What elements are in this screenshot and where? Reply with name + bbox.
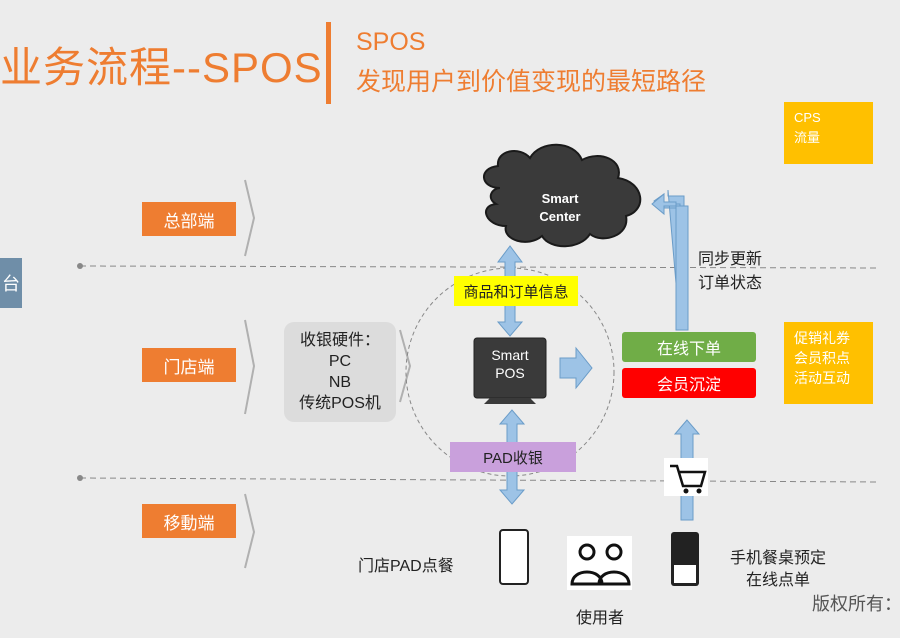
side-tab-label: 台: [2, 274, 20, 294]
promo-item: 活动互动: [794, 370, 850, 386]
mobile-order-label: 手机餐桌预定 在线点单: [720, 548, 836, 592]
hardware-title: 收银硬件：: [299, 332, 380, 349]
cps-line-1: CPS: [794, 110, 821, 125]
shopping-cart-icon: [664, 458, 708, 496]
mobile-order-line-2: 在线点单: [745, 572, 810, 589]
pos-label-line-1: Smart: [491, 347, 529, 363]
hardware-item: NB: [328, 374, 352, 391]
tablet-icon: [499, 529, 529, 585]
goods-order-info-label: 商品和订单信息: [454, 276, 578, 306]
user-label: 使用者: [576, 610, 625, 627]
online-order-box: 在线下单: [622, 332, 756, 362]
cloud-label-line-2: Center: [539, 209, 581, 224]
page-title: 业务流程--SPOS: [0, 44, 323, 91]
subtitle-line-1: SPOS: [356, 28, 426, 56]
divider-line-2: [79, 477, 881, 483]
divider-line-1: [79, 265, 881, 269]
pos-label-line-2: POS: [495, 365, 525, 381]
tier-headquarters: 总部端: [142, 202, 236, 236]
tier-store: 门店端: [142, 348, 236, 382]
store-pad-order-label: 门店PAD点餐: [358, 558, 454, 575]
cloud-icon: [483, 143, 642, 248]
pad-cashier-label: PAD收银: [450, 442, 576, 472]
pos-terminal-icon: [473, 337, 547, 404]
cps-box: CPS 流量: [784, 102, 873, 164]
sync-label-line-2: 订单状态: [698, 275, 763, 292]
promo-box: 促销礼券 会员积点 活动互动: [784, 322, 873, 404]
side-tab: 台: [0, 258, 22, 308]
divider-dot-2: [77, 475, 83, 481]
hardware-box: 收银硬件： PC NB 传统POS机: [284, 322, 396, 422]
sync-label-line-1: 同步更新: [698, 251, 763, 268]
title-divider: [326, 22, 331, 104]
phone-icon: [671, 532, 699, 586]
chevron-3: [244, 493, 256, 569]
copyright-text: 版权所有：: [812, 594, 900, 614]
cloud-label-line-1: Smart: [541, 191, 579, 206]
subtitle-line-2: 发现用户到价值变现的最短路径: [356, 68, 707, 96]
divider-dot-1: [77, 263, 83, 269]
arrow-pos-online: [559, 346, 593, 390]
cps-line-2: 流量: [794, 130, 821, 145]
users-icon: [567, 536, 632, 590]
chevron-2: [244, 319, 256, 415]
promo-item: 促销礼券: [794, 330, 850, 346]
member-retention-box: 会员沉淀: [622, 368, 756, 398]
tier-mobile: 移動端: [142, 504, 236, 538]
hardware-item: PC: [328, 353, 352, 370]
mobile-order-line-1: 手机餐桌预定: [729, 550, 826, 567]
chevron-1: [244, 179, 256, 257]
sync-arrow-shape: [651, 192, 689, 331]
promo-item: 会员积点: [794, 350, 850, 366]
hardware-item: 传统POS机: [299, 395, 381, 412]
pos-label: Smart POS: [474, 346, 546, 382]
chevron-4: [399, 329, 412, 403]
sync-label: 同步更新 订单状态: [698, 248, 762, 296]
cloud-label: Smart Center: [520, 190, 600, 226]
